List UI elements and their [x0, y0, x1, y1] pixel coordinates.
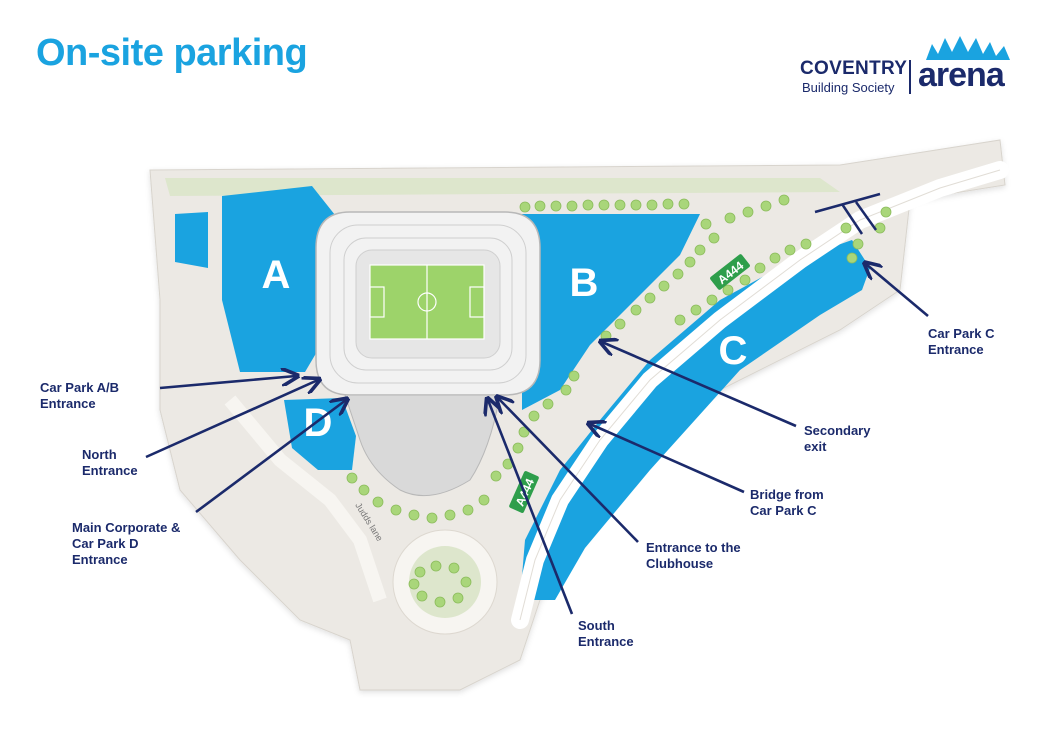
crown-icon [926, 36, 1010, 60]
logo-brand: COVENTRY [800, 58, 908, 79]
page-title: On-site parking [36, 32, 308, 74]
arrow-car-park-ab [159, 376, 296, 390]
arrow-north [145, 380, 318, 459]
car-park-a-annex [175, 212, 208, 268]
callout-car-park-ab: Car Park A/B Entrance [40, 380, 119, 411]
callout-bridge: Bridge from Car Park C [750, 487, 824, 518]
car-park-a-label: A [262, 253, 291, 297]
arrow-main-corporate [195, 400, 346, 514]
coventry-arena-logo: COVENTRY Building Society arena [800, 36, 1030, 100]
road-judds-lane [224, 395, 387, 603]
car-park-c-label: C [719, 329, 748, 373]
trees [346, 194, 892, 608]
callout-arrows [145, 264, 929, 615]
arrow-bridge [590, 424, 745, 494]
stadium-south-stand [344, 394, 501, 497]
car-park-b-label: B [570, 261, 599, 305]
callout-south-entrance: South Entrance [578, 618, 634, 649]
callout-car-park-c: Car Park C Entrance [928, 326, 995, 357]
arrow-car-park-c [866, 264, 929, 317]
car-park-c-gate [814, 192, 881, 235]
callout-secondary-exit: Secondary exit [804, 423, 871, 454]
arrow-secondary [602, 342, 797, 428]
logo-divider [909, 60, 911, 94]
callout-north-entrance: North Entrance [82, 447, 138, 478]
logo-product: arena [918, 56, 1005, 94]
arrow-south [488, 400, 574, 615]
top-green-strip [165, 178, 840, 196]
car-park-d-label: D [304, 401, 333, 445]
arrow-clubhouse [498, 398, 639, 543]
logo-subtitle: Building Society [802, 80, 895, 95]
callout-main-corporate: Main Corporate & Car Park D Entrance [72, 520, 181, 567]
callout-clubhouse: Entrance to the Clubhouse [646, 540, 741, 571]
car-park-b [518, 214, 700, 410]
car-park-a [222, 186, 335, 372]
